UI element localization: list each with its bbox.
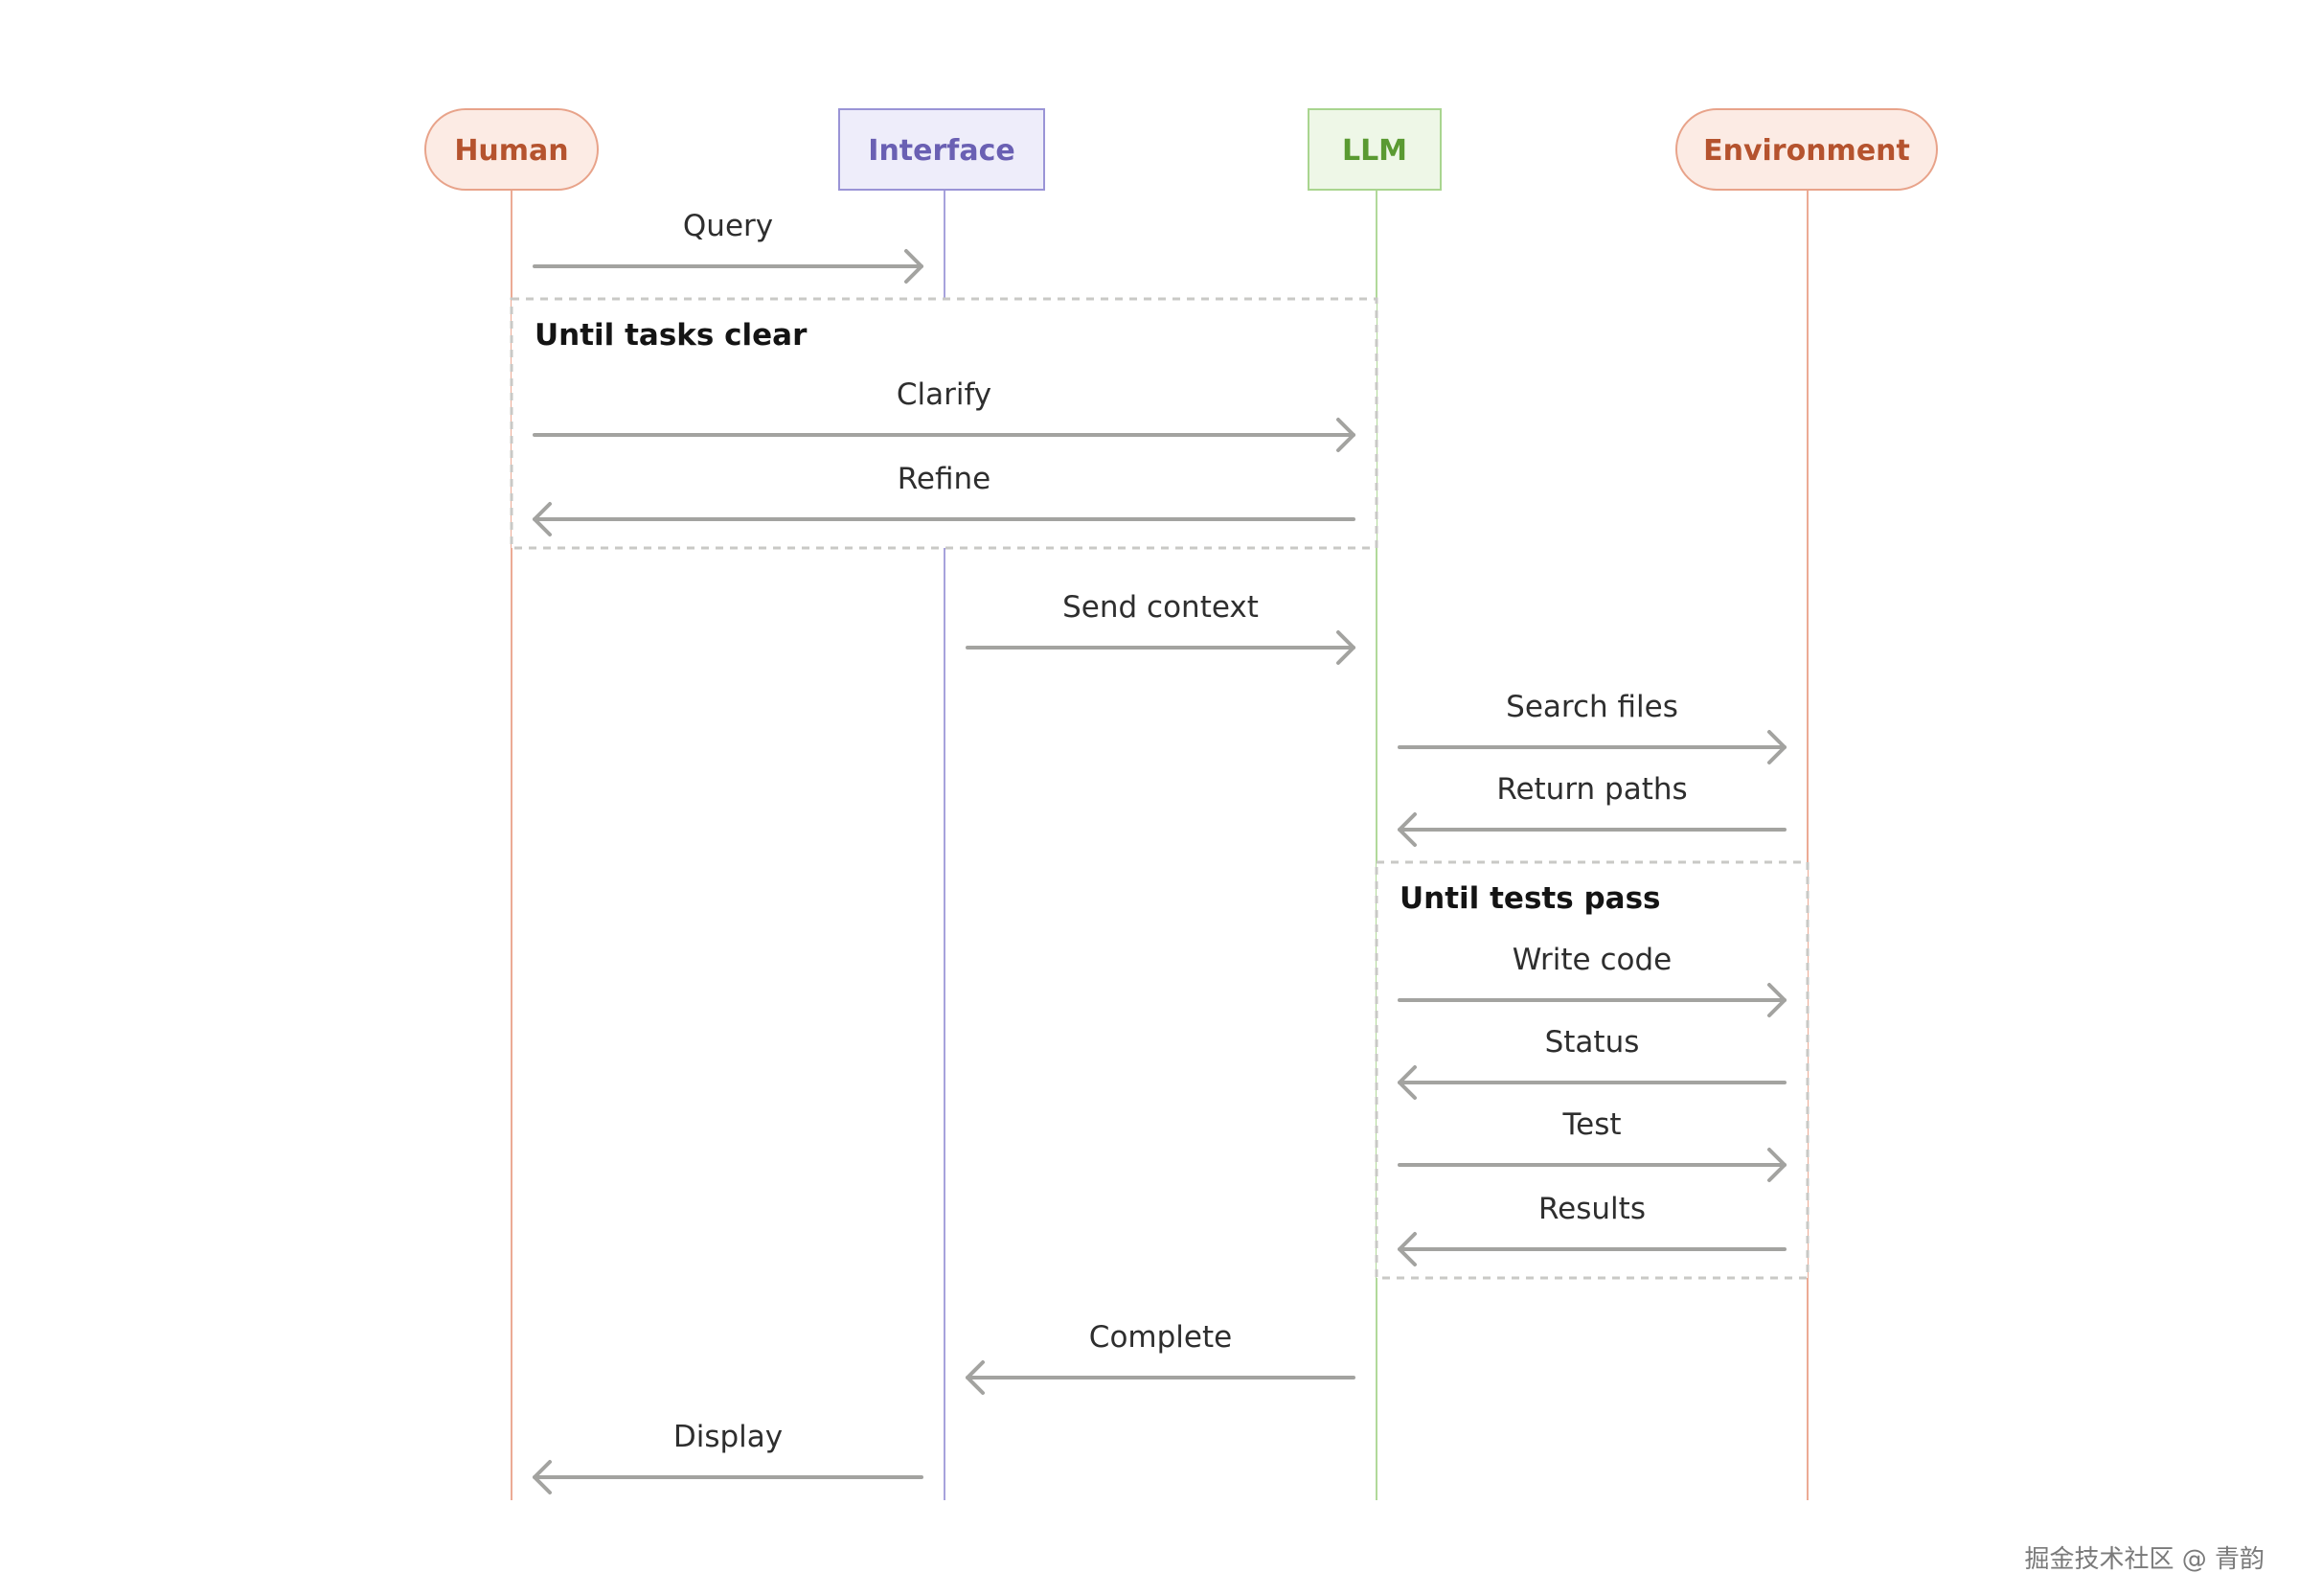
actor-box (424, 108, 599, 191)
arrowhead (1336, 630, 1355, 665)
message-return-paths: Return paths (1398, 772, 1787, 847)
arrowhead (1767, 730, 1787, 764)
message-label: Send context (1062, 590, 1259, 625)
arrowhead (1398, 1232, 1417, 1266)
message-label: Status (1545, 1025, 1640, 1060)
message-label: Write code (1513, 943, 1672, 977)
message-status: Status (1398, 1025, 1787, 1100)
actor-box (1675, 108, 1938, 191)
message-label: Clarify (897, 377, 991, 412)
message-refine: Refine (533, 462, 1355, 536)
arrowhead (1398, 812, 1417, 847)
message-test: Test (1398, 1107, 1787, 1182)
loop-border (510, 297, 1378, 550)
actor-box (838, 108, 1045, 191)
watermark: 掘金技术社区 @ 青韵 (2024, 1545, 2265, 1574)
loop-frame-1: Until tasks clear (510, 297, 1378, 550)
message-display: Display (533, 1420, 923, 1494)
arrowhead (966, 1360, 985, 1395)
actor-label: LLM (1342, 134, 1407, 168)
arrowhead (1398, 1065, 1417, 1100)
message-label: Complete (1089, 1320, 1232, 1355)
loop-border (1375, 860, 1810, 1280)
actor-environment: Environment (1675, 108, 1938, 191)
arrowhead (904, 249, 923, 284)
actor-interface: Interface (838, 108, 1045, 191)
message-label: Test (1561, 1107, 1621, 1142)
message-label: Results (1538, 1192, 1646, 1226)
actor-llm: LLM (1308, 108, 1442, 191)
actor-label: Environment (1703, 134, 1910, 168)
actor-human: Human (424, 108, 599, 191)
message-query: Query (533, 209, 923, 284)
message-results: Results (1398, 1192, 1787, 1266)
message-clarify: Clarify (533, 377, 1355, 452)
message-label: Refine (898, 462, 990, 496)
arrowhead (1336, 418, 1355, 452)
arrowhead (533, 502, 552, 536)
message-search-files: Search files (1398, 690, 1787, 764)
message-send-context: Send context (966, 590, 1355, 665)
arrowhead (533, 1460, 552, 1494)
message-label: Return paths (1496, 772, 1687, 807)
loop-label: Until tasks clear (535, 318, 808, 353)
message-write-code: Write code (1398, 943, 1787, 1017)
loop-label: Until tests pass (1400, 881, 1660, 916)
actor-label: Interface (868, 134, 1014, 168)
message-complete: Complete (966, 1320, 1355, 1395)
arrowhead (1767, 983, 1787, 1017)
actor-box (1308, 108, 1442, 191)
arrowhead (1767, 1148, 1787, 1182)
message-label: Query (683, 209, 773, 243)
message-label: Display (673, 1420, 783, 1454)
loop-frame-2: Until tests pass (1375, 860, 1810, 1280)
actor-label: Human (454, 134, 568, 168)
message-label: Search files (1506, 690, 1678, 724)
